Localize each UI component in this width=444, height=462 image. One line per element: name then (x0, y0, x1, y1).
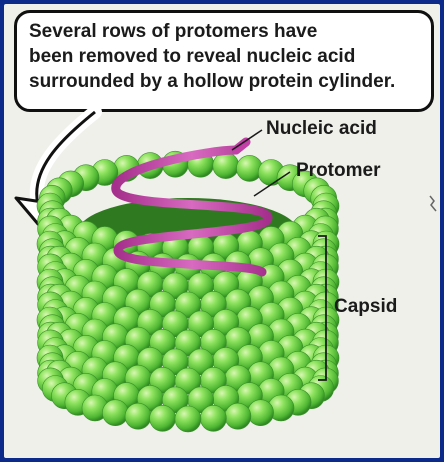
protomer-sphere (213, 153, 239, 179)
protomer-sphere (125, 403, 151, 429)
label-nucleic-acid: Nucleic acid (266, 118, 377, 140)
label-capsid: Capsid (334, 296, 397, 318)
protomer-sphere (175, 406, 201, 432)
decorative-speck (430, 196, 436, 211)
protomer-sphere (200, 405, 226, 431)
protomer-sphere (248, 400, 274, 426)
protomer-sphere (225, 403, 251, 429)
protomer-sphere (102, 400, 128, 426)
nucleic-acid-leader (232, 130, 262, 150)
protomer-layer (37, 151, 339, 432)
label-protomer: Protomer (296, 160, 380, 182)
protomer-sphere (150, 405, 176, 431)
